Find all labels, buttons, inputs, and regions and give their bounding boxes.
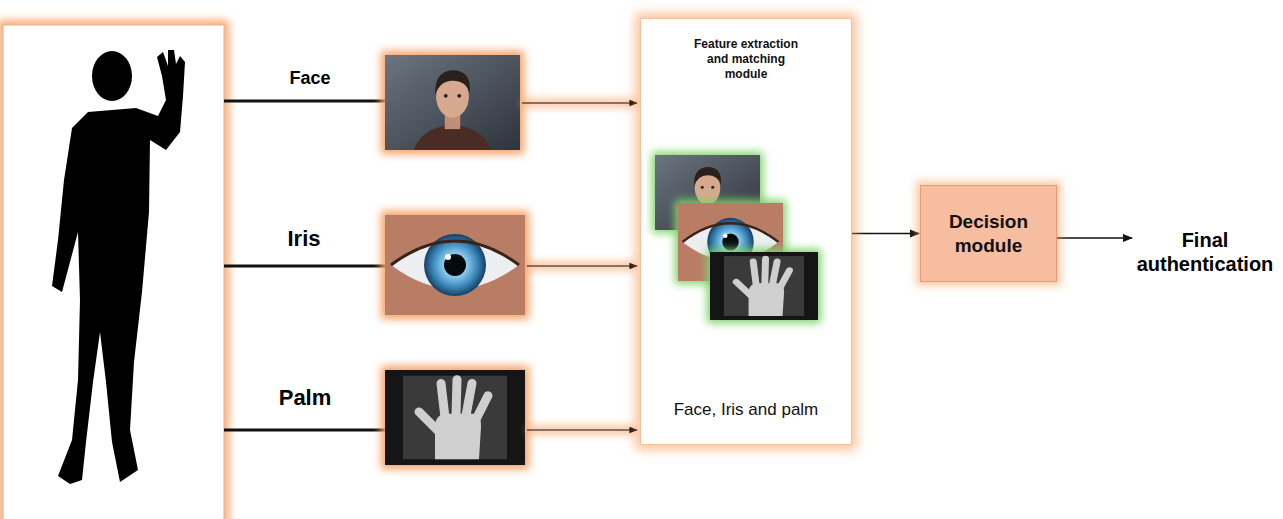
- face-thumbnail: [652, 152, 763, 233]
- face-image: [381, 51, 524, 154]
- sample-arrow: [522, 103, 637, 430]
- sample-wire: [224, 101, 385, 430]
- output-label: Final authentication: [1135, 228, 1275, 276]
- person-panel: [3, 25, 224, 519]
- palm-image: [381, 366, 529, 469]
- output-arrow: [1057, 238, 1132, 239]
- modality-label: Palm: [270, 385, 340, 411]
- connector-arrow: [852, 233, 919, 235]
- modality-label: Iris: [274, 226, 334, 252]
- modality-label: Face: [280, 68, 340, 90]
- iris-image: [381, 211, 529, 319]
- sample-stack: [652, 152, 821, 323]
- connector-glow: [852, 230, 919, 238]
- iris-thumbnail: [675, 200, 786, 284]
- node-title: Decision module: [934, 210, 1044, 258]
- palm-thumbnail: [707, 249, 821, 323]
- node-caption: Face, Iris and palm: [674, 399, 819, 420]
- decision-box: Decision module: [920, 185, 1057, 282]
- module-box: Feature extraction and matching moduleFa…: [640, 18, 852, 445]
- person-silhouette: [52, 50, 185, 484]
- node-title: Feature extraction and matching module: [685, 37, 807, 82]
